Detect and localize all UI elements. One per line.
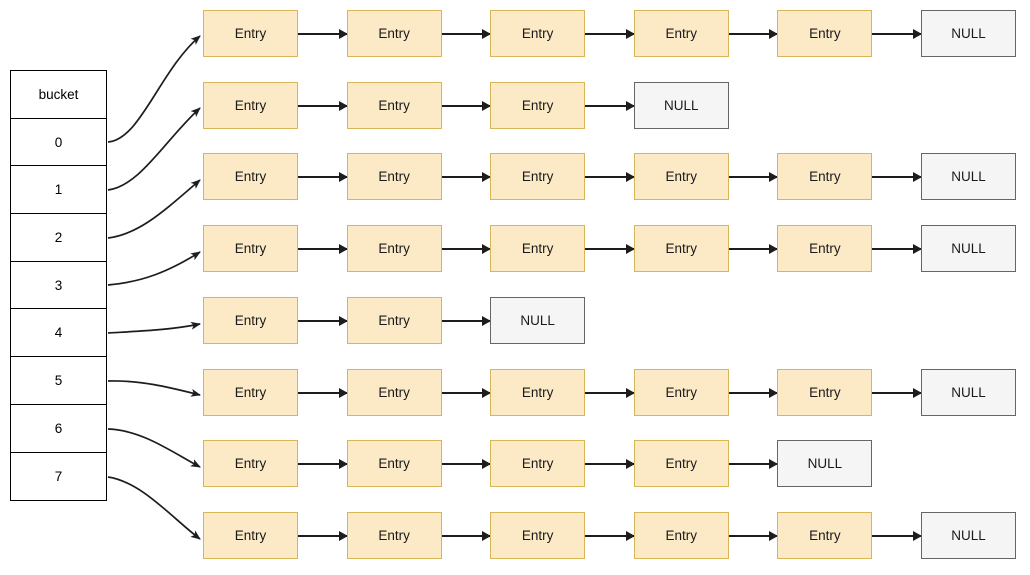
entry-node-bucket-1-1[interactable]: Entry: [346, 81, 442, 129]
entry-node-bucket-3-0[interactable]: Entry: [203, 225, 298, 273]
link-arrow-bucket-0-3: [728, 33, 778, 35]
bucket-table: bucket 0 1 2 3 4 5 6 7: [10, 70, 107, 502]
link-arrow-bucket-3-2: [585, 248, 634, 251]
link-arrow-bucket-6-1: [441, 463, 491, 466]
link-arrow-bucket-0-2: [585, 33, 634, 35]
entry-node-bucket-2-4[interactable]: Entry: [777, 153, 873, 201]
link-arrow-bucket-2-2: [585, 176, 634, 179]
link-arrow-bucket-1-2: [585, 104, 634, 107]
bucket-row-1[interactable]: 1: [11, 166, 106, 215]
entry-node-bucket-2-1[interactable]: Entry: [346, 153, 442, 201]
entry-node-bucket-6-2[interactable]: Entry: [490, 440, 586, 488]
link-arrow-bucket-6-2: [585, 463, 634, 466]
entry-node-bucket-0-2[interactable]: Entry: [490, 10, 586, 57]
link-arrow-bucket-5-1: [441, 391, 491, 394]
bucket-row-3[interactable]: 3: [11, 261, 106, 310]
link-arrow-bucket-4-0: [298, 319, 347, 322]
entry-node-bucket-1-0[interactable]: Entry: [203, 81, 298, 129]
bucket-row-6[interactable]: 6: [11, 404, 106, 453]
null-node-bucket-2[interactable]: NULL: [921, 153, 1016, 201]
entry-node-bucket-3-3[interactable]: Entry: [633, 225, 729, 273]
null-node-bucket-6[interactable]: NULL: [777, 440, 873, 488]
null-node-bucket-7[interactable]: NULL: [921, 511, 1016, 559]
link-arrow-bucket-2-4: [872, 176, 921, 179]
link-arrow-bucket-0-1: [441, 33, 491, 35]
bucket-row-4[interactable]: 4: [11, 309, 106, 358]
entry-node-bucket-0-0[interactable]: Entry: [203, 10, 298, 57]
entry-node-bucket-6-0[interactable]: Entry: [203, 440, 298, 488]
link-arrow-bucket-0-4: [872, 33, 921, 35]
null-node-bucket-0[interactable]: NULL: [921, 10, 1016, 57]
link-arrow-bucket-7-3: [728, 534, 778, 537]
null-node-bucket-5[interactable]: NULL: [921, 368, 1016, 416]
entry-node-bucket-5-4[interactable]: Entry: [777, 368, 873, 416]
entry-node-bucket-7-4[interactable]: Entry: [777, 511, 873, 559]
link-arrow-bucket-7-2: [585, 534, 634, 537]
entry-node-bucket-2-0[interactable]: Entry: [203, 153, 298, 201]
entry-node-bucket-7-1[interactable]: Entry: [346, 511, 442, 559]
link-arrow-bucket-6-0: [298, 463, 347, 466]
link-arrow-bucket-7-0: [298, 534, 347, 537]
entry-node-bucket-0-4[interactable]: Entry: [777, 10, 873, 57]
null-node-bucket-3[interactable]: NULL: [921, 225, 1016, 273]
link-arrow-bucket-1-1: [441, 104, 491, 107]
entry-node-bucket-6-1[interactable]: Entry: [346, 440, 442, 488]
entry-node-bucket-1-2[interactable]: Entry: [490, 81, 586, 129]
entry-node-bucket-6-3[interactable]: Entry: [633, 440, 729, 488]
link-arrow-bucket-5-2: [585, 391, 634, 394]
bucket-row-7[interactable]: 7: [11, 452, 106, 501]
bucket-row-0[interactable]: 0: [11, 118, 106, 167]
bucket-row-2[interactable]: 2: [11, 214, 106, 262]
link-arrow-bucket-7-4: [872, 534, 921, 537]
link-arrow-bucket-3-4: [872, 248, 921, 251]
link-arrow-bucket-0-0: [298, 33, 347, 35]
entry-node-bucket-5-3[interactable]: Entry: [633, 368, 729, 416]
entry-node-bucket-7-0[interactable]: Entry: [203, 511, 298, 559]
link-arrow-bucket-5-4: [872, 391, 921, 394]
entry-node-bucket-4-0[interactable]: Entry: [203, 296, 298, 344]
link-arrow-bucket-5-0: [298, 391, 347, 394]
link-arrow-bucket-2-1: [441, 176, 491, 179]
bucket-table-header: bucket: [11, 71, 106, 119]
link-arrow-bucket-3-0: [298, 248, 347, 251]
entry-node-bucket-7-3[interactable]: Entry: [633, 511, 729, 559]
entry-node-bucket-2-3[interactable]: Entry: [633, 153, 729, 201]
entry-node-bucket-3-1[interactable]: Entry: [346, 225, 442, 273]
entry-node-bucket-3-2[interactable]: Entry: [490, 225, 586, 273]
entry-node-bucket-3-4[interactable]: Entry: [777, 225, 873, 273]
entry-node-bucket-0-1[interactable]: Entry: [346, 10, 442, 57]
link-arrow-bucket-2-0: [298, 176, 347, 179]
entry-node-bucket-4-1[interactable]: Entry: [346, 296, 442, 344]
link-arrow-bucket-2-3: [728, 176, 778, 179]
null-node-bucket-4[interactable]: NULL: [490, 296, 586, 344]
link-arrow-bucket-7-1: [441, 534, 491, 537]
link-arrow-bucket-3-1: [441, 248, 491, 251]
entry-node-bucket-5-1[interactable]: Entry: [346, 368, 442, 416]
link-arrow-bucket-3-3: [728, 248, 778, 251]
entry-node-bucket-2-2[interactable]: Entry: [490, 153, 586, 201]
entry-node-bucket-0-3[interactable]: Entry: [633, 10, 729, 57]
null-node-bucket-1[interactable]: NULL: [633, 81, 729, 129]
bucket-row-5[interactable]: 5: [11, 357, 106, 405]
link-arrow-bucket-4-1: [441, 319, 491, 322]
link-arrow-bucket-6-3: [728, 463, 778, 466]
link-arrow-bucket-1-0: [298, 104, 347, 107]
entry-node-bucket-7-2[interactable]: Entry: [490, 511, 586, 559]
entry-node-bucket-5-2[interactable]: Entry: [490, 368, 586, 416]
link-arrow-bucket-5-3: [728, 391, 778, 394]
entry-node-bucket-5-0[interactable]: Entry: [203, 368, 298, 416]
